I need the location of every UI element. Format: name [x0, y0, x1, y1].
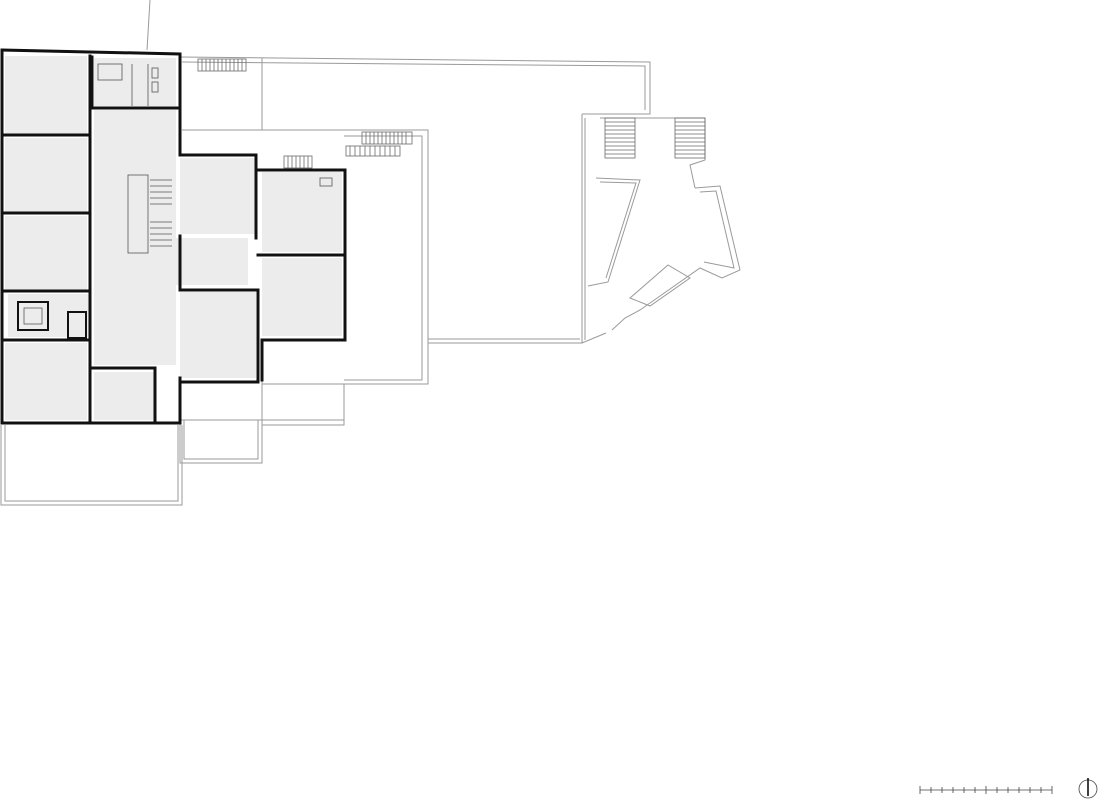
north-terrace-inner: [181, 61, 646, 110]
east-block-stair: [283, 155, 313, 169]
room-south-small: [94, 372, 154, 420]
radiator-east: [319, 177, 333, 187]
outer-wall-south: [0, 376, 182, 425]
auditorium-roof: [600, 117, 706, 189]
north-arrow-icon: [1078, 778, 1098, 799]
stairs: [197, 58, 706, 169]
auditorium-stair-right: [674, 117, 706, 159]
north-exterior-stair: [197, 58, 247, 72]
auditorium-seating-inner: [599, 181, 637, 279]
room-west-5: [5, 343, 87, 420]
wall-south-small: [90, 366, 157, 425]
courtyard-stair-upper: [361, 131, 413, 145]
room-west-2: [5, 138, 87, 212]
central-light-well: [127, 174, 149, 254]
lift-shaft: [67, 311, 87, 339]
room-east-4: [180, 292, 256, 378]
wall-sanitary: [90, 55, 180, 110]
courtyard-inner: [344, 135, 423, 381]
room-west-1: [5, 56, 87, 134]
room-east-1: [180, 158, 256, 234]
auditorium-wing: [611, 185, 741, 331]
site-outlines: [0, 0, 741, 506]
auditorium-seating-outer: [587, 177, 641, 287]
south-wing-inner: [183, 420, 259, 460]
south-annex-outline: [261, 384, 345, 426]
inner-details: [17, 63, 333, 339]
auditorium-stage: [629, 264, 691, 307]
central-hall: [94, 110, 248, 365]
room-sanitary: [94, 58, 176, 106]
southwest-terrace-inner: [4, 425, 179, 502]
wall-east-block: [254, 168, 347, 382]
northwest-edge: [146, 0, 151, 51]
outer-wall-main: [0, 48, 182, 157]
courtyard-stair-lower: [345, 145, 401, 157]
room-west-3: [5, 216, 87, 290]
walls: [0, 48, 347, 425]
auditorium-outline: [581, 114, 607, 344]
wall-east-block-top: [178, 153, 258, 240]
auditorium-wing-inner: [699, 190, 735, 269]
stair-core-box: [17, 301, 49, 331]
room-east-3: [262, 258, 342, 336]
north-terrace-outline: [179, 56, 651, 115]
south-wing-outline: [179, 420, 263, 464]
scale-bar: [919, 786, 1053, 794]
auditorium-stair-left: [604, 117, 636, 159]
room-east-2: [262, 172, 342, 252]
room-fills: [5, 56, 342, 420]
southwest-terrace-outline: [0, 425, 183, 506]
wall-east-lower: [178, 288, 260, 384]
courtyard-outline: [261, 58, 429, 385]
